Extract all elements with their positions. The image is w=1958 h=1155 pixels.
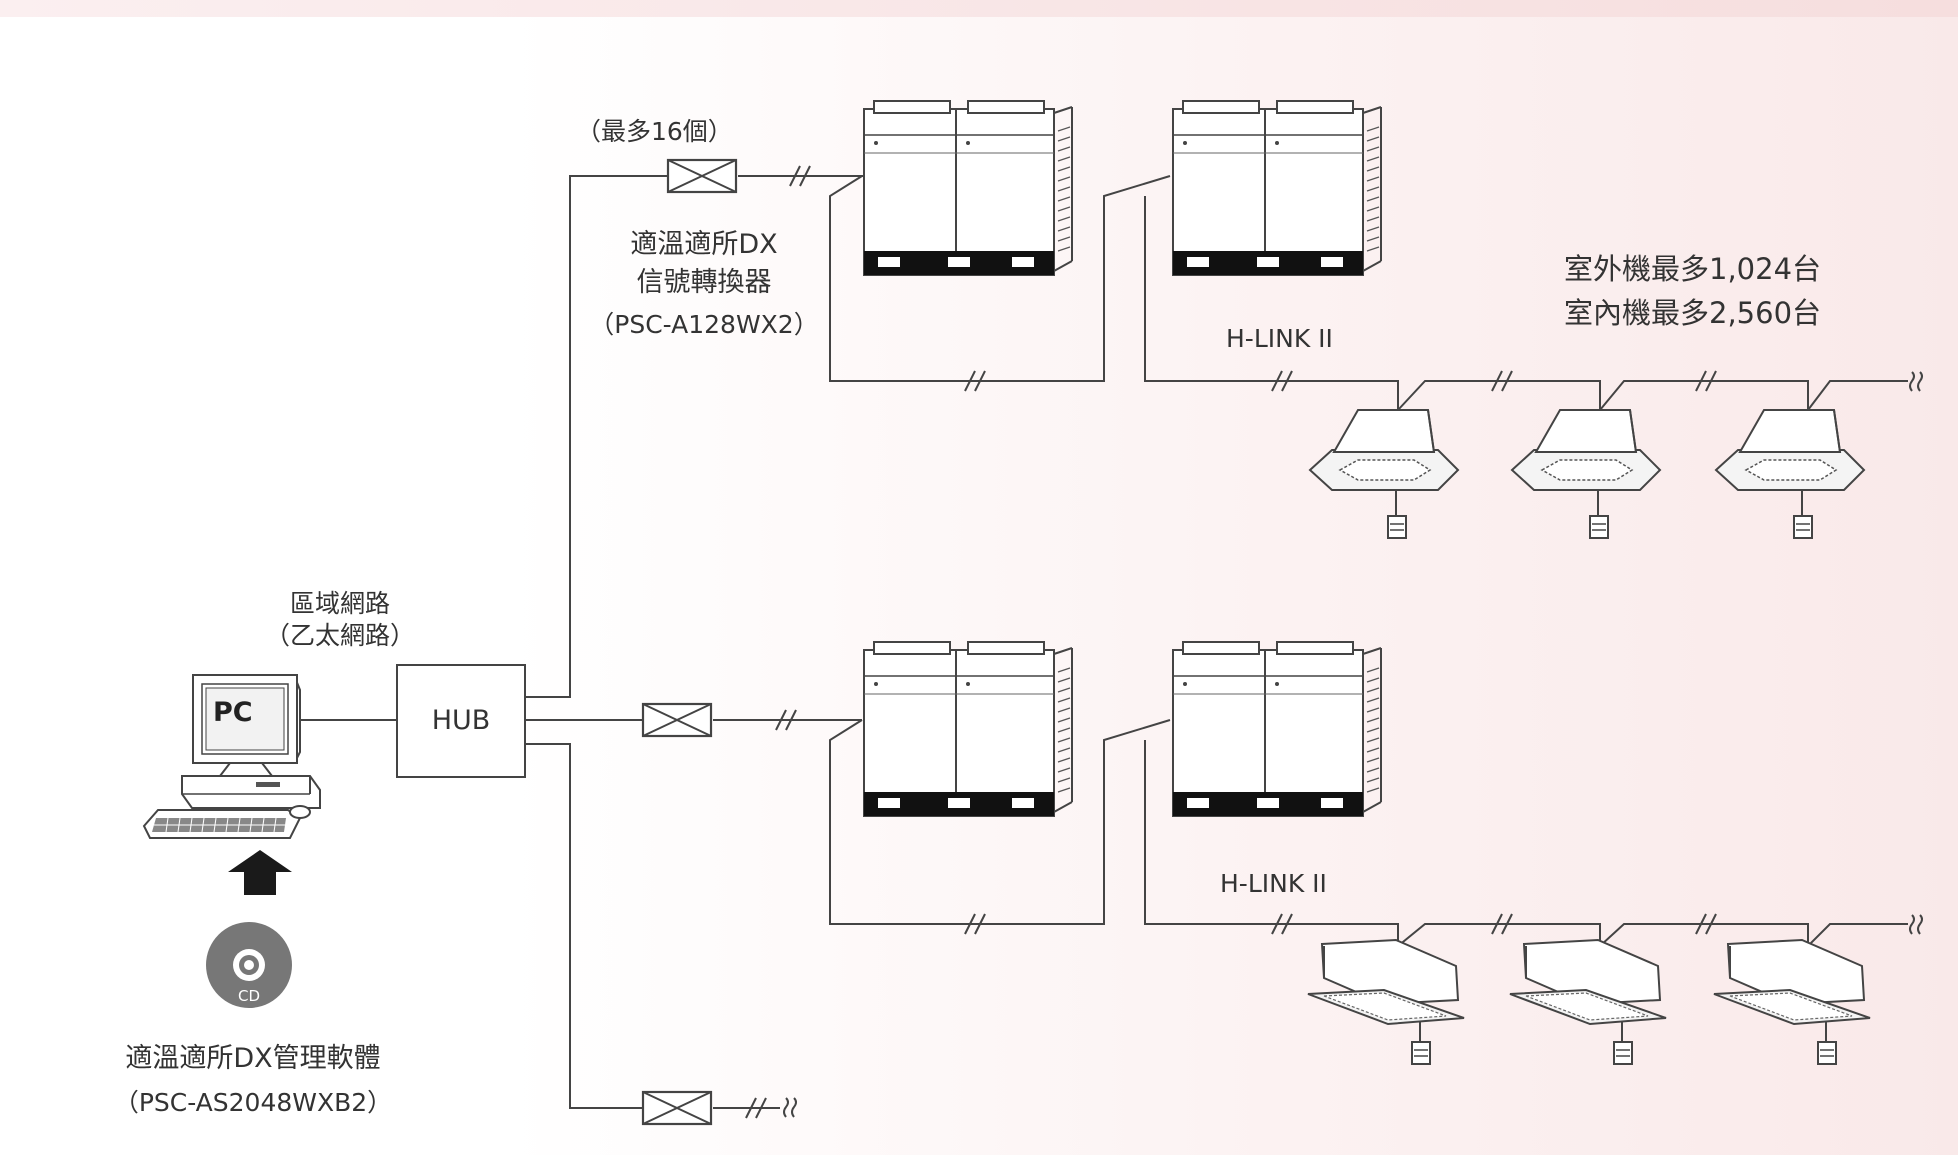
ceiling-indoor-unit xyxy=(1510,940,1666,1064)
capacity-outdoor-label: 室外機最多1,024台 xyxy=(1564,246,1821,288)
outdoor-unit xyxy=(864,101,1072,275)
lan-label-line2: （乙太網路） xyxy=(265,616,415,652)
pc-label: PC xyxy=(213,697,253,728)
converter-model-label: （PSC-A128WX2） xyxy=(589,305,818,341)
cassette-indoor-unit xyxy=(1310,410,1458,538)
converter-count-label: （最多16個） xyxy=(576,112,733,148)
converter-middle xyxy=(643,704,711,736)
cassette-indoor-unit xyxy=(1716,410,1864,538)
ceiling-indoor-unit xyxy=(1308,940,1464,1064)
cd-label: CD xyxy=(238,987,260,1005)
hlink-top-label: H-LINK II xyxy=(1226,324,1333,353)
capacity-indoor-label: 室內機最多2,560台 xyxy=(1564,290,1821,332)
cassette-indoor-unit xyxy=(1512,410,1660,538)
ceiling-indoor-unit xyxy=(1714,940,1870,1064)
arrow-up-icon xyxy=(228,850,292,895)
outdoor-unit xyxy=(1173,101,1381,275)
converter-bottom xyxy=(643,1092,711,1124)
outdoor-unit xyxy=(864,642,1072,816)
software-name-label: 適溫適所DX管理軟體 xyxy=(125,1036,380,1075)
converter-top xyxy=(668,160,736,192)
converter-name-line2: 信號轉換器 xyxy=(637,260,772,299)
lan-label-line1: 區域網路 xyxy=(290,584,390,620)
hlink-bottom-label: H-LINK II xyxy=(1220,869,1327,898)
hub-label: HUB xyxy=(432,705,491,736)
software-model-label: （PSC-AS2048WXB2） xyxy=(114,1083,392,1119)
converter-name-line1: 適溫適所DX xyxy=(630,222,777,261)
outdoor-unit xyxy=(1173,642,1381,816)
